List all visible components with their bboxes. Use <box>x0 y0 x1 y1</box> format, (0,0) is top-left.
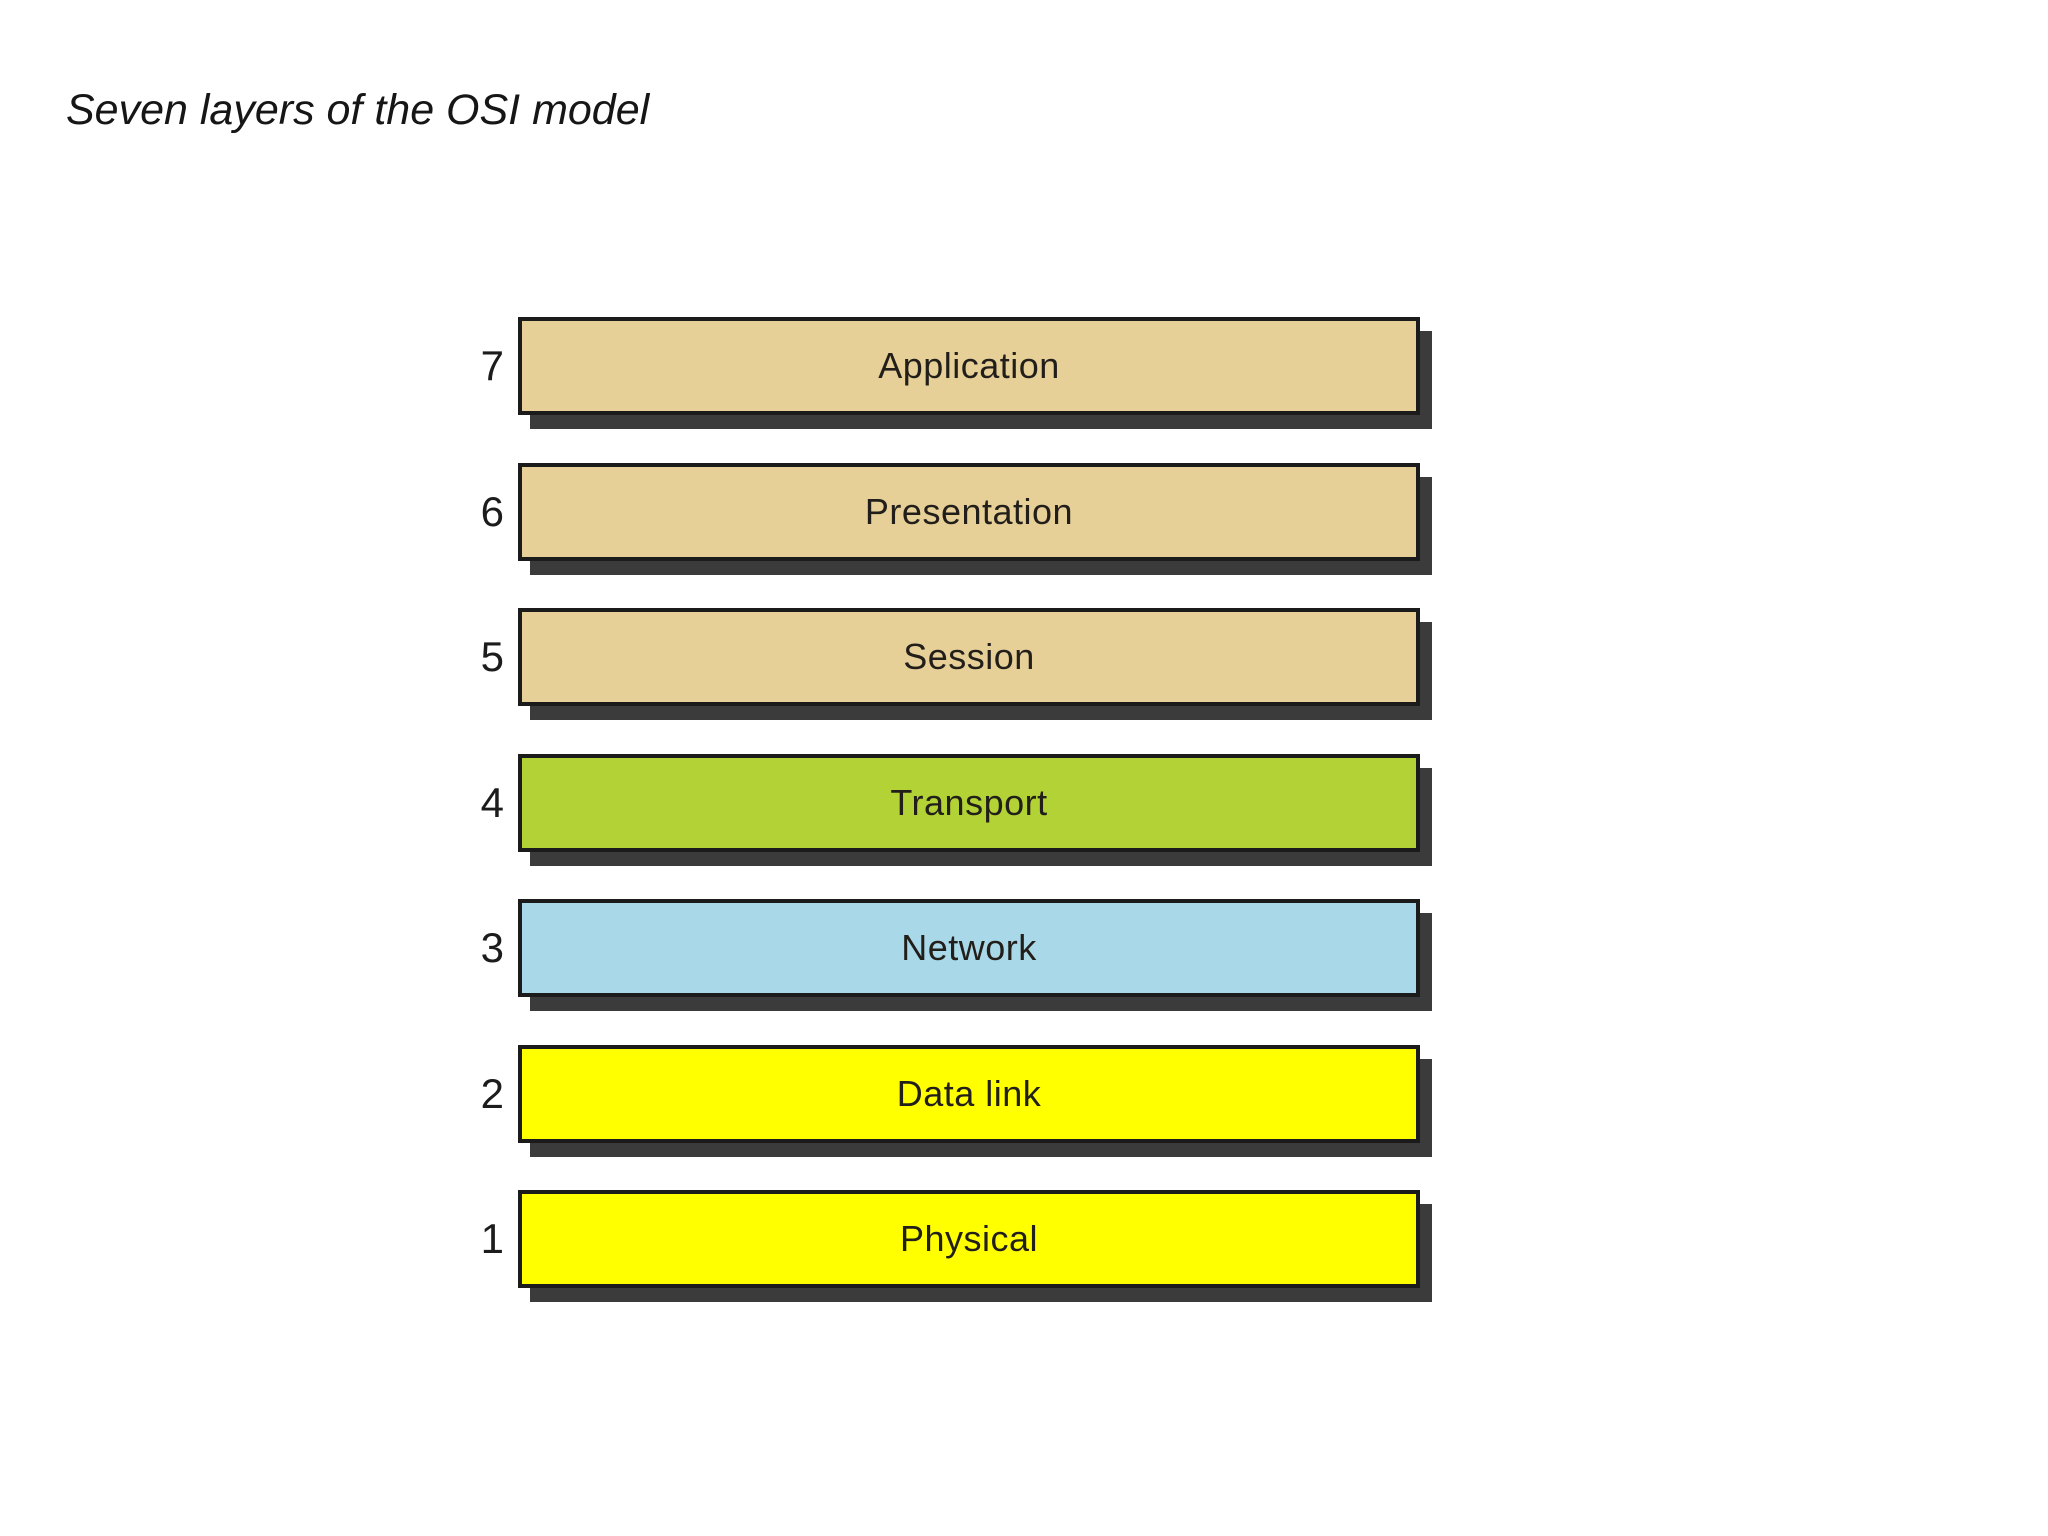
layer-number: 4 <box>480 779 504 826</box>
layer-row-network: 3 Network <box>0 899 2048 997</box>
layer-bar: Application <box>518 317 1420 415</box>
layer-number: 7 <box>480 342 504 389</box>
layer-label: Session <box>903 636 1035 677</box>
layer-bar: Session <box>518 608 1420 706</box>
page-title: Seven layers of the OSI model <box>66 86 650 134</box>
layer-row-presentation: 6 Presentation <box>0 463 2048 561</box>
layer-label: Application <box>878 345 1060 386</box>
layer-bar: Network <box>518 899 1420 997</box>
layer-row-session: 5 Session <box>0 608 2048 706</box>
layer-row-data-link: 2 Data link <box>0 1045 2048 1143</box>
layer-number: 2 <box>480 1070 504 1117</box>
layer-label: Transport <box>890 782 1048 823</box>
layer-number: 6 <box>480 488 504 535</box>
layer-row-physical: 1 Physical <box>0 1190 2048 1288</box>
layer-label: Physical <box>899 1218 1039 1259</box>
layer-bar: Transport <box>518 754 1420 852</box>
layer-label: Data link <box>896 1073 1042 1114</box>
layer-bar: Data link <box>518 1045 1420 1143</box>
layer-bar: Physical <box>518 1190 1420 1288</box>
layer-row-application: 7 Application <box>0 317 2048 415</box>
layer-label: Presentation <box>864 491 1074 532</box>
layer-label: Network <box>901 927 1037 968</box>
layer-number: 3 <box>480 924 504 971</box>
layer-number: 1 <box>480 1215 504 1262</box>
layer-number: 5 <box>480 633 504 680</box>
layer-row-transport: 4 Transport <box>0 754 2048 852</box>
layer-bar: Presentation <box>518 463 1420 561</box>
